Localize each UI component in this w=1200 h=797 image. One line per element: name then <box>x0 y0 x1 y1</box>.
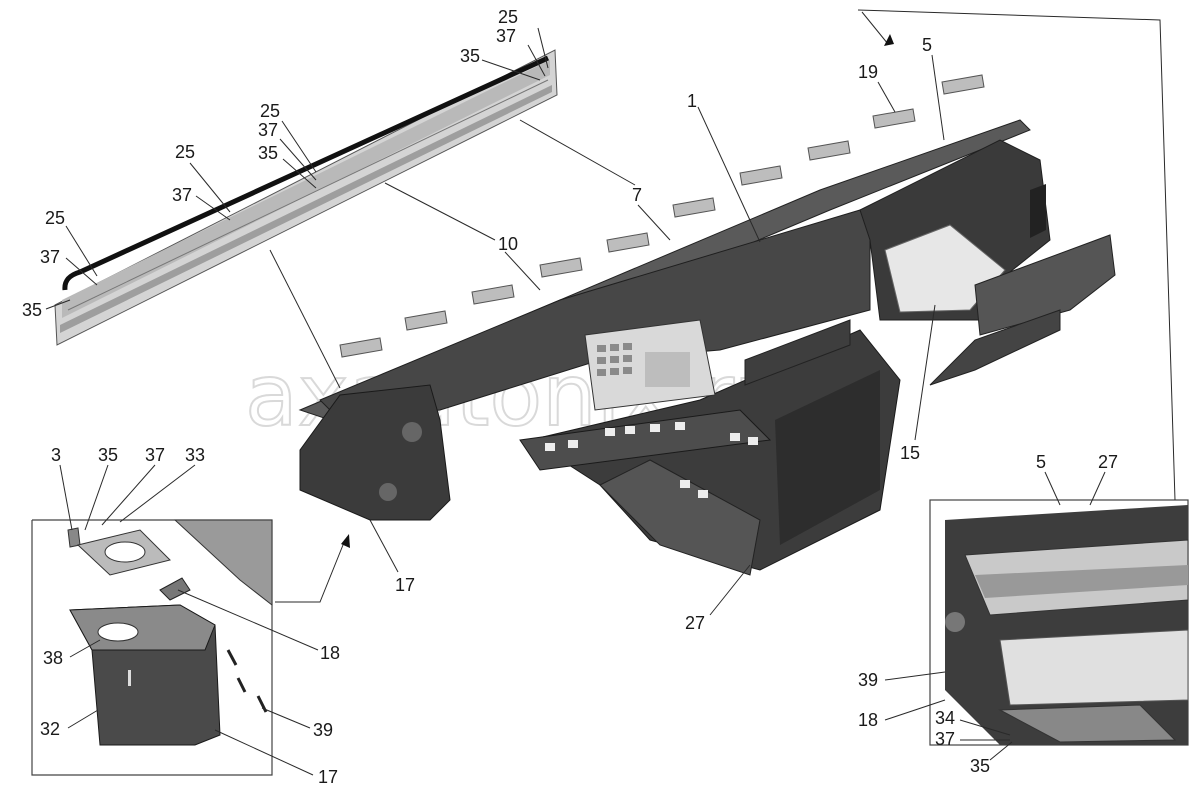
callout-38: 38 <box>43 648 63 668</box>
callout-37: 37 <box>935 729 955 749</box>
callout-35: 35 <box>970 756 990 776</box>
rail-strip <box>54 49 558 346</box>
callout-5: 5 <box>1036 452 1046 472</box>
dashboard-assembly <box>298 119 1116 576</box>
callout-5: 5 <box>922 35 932 55</box>
callout-27: 27 <box>685 613 705 633</box>
callout-39: 39 <box>313 720 333 740</box>
callout-35: 35 <box>22 300 42 320</box>
callout-1: 1 <box>687 91 697 111</box>
callout-33: 33 <box>185 445 205 465</box>
callout-35: 35 <box>258 143 278 163</box>
callout-19: 19 <box>858 62 878 82</box>
callout-7: 7 <box>632 185 642 205</box>
callout-37: 37 <box>496 26 516 46</box>
callout-37: 37 <box>258 120 278 140</box>
callout-39: 39 <box>858 670 878 690</box>
callout-34: 34 <box>935 708 955 728</box>
callout-27: 27 <box>1098 452 1118 472</box>
callout-17: 17 <box>318 767 338 787</box>
callout-25: 25 <box>498 7 518 27</box>
callout-25: 25 <box>260 101 280 121</box>
leader-lines <box>45 9 1176 776</box>
callout-10: 10 <box>498 234 518 254</box>
callout-18: 18 <box>858 710 878 730</box>
callout-15: 15 <box>900 443 920 463</box>
callouts-right-detail: 5 27 39 18 34 37 35 <box>858 452 1118 776</box>
callout-37: 37 <box>40 247 60 267</box>
callout-3: 3 <box>51 445 61 465</box>
callout-35: 35 <box>98 445 118 465</box>
right-detail-inset <box>929 499 1189 746</box>
callouts-left-detail: 3 35 37 33 38 32 18 39 17 <box>40 445 340 787</box>
callout-37: 37 <box>172 185 192 205</box>
callouts-top-strip: 25 37 35 25 37 35 25 37 25 37 35 <box>22 7 518 320</box>
callouts-main: 1 5 19 7 10 15 17 27 <box>395 35 932 633</box>
callout-25: 25 <box>45 208 65 228</box>
left-detail-inset <box>31 519 273 776</box>
clip-parts <box>339 74 985 358</box>
callout-17: 17 <box>395 575 415 595</box>
callout-18: 18 <box>320 643 340 663</box>
callout-32: 32 <box>40 719 60 739</box>
callout-25: 25 <box>175 142 195 162</box>
callout-35: 35 <box>460 46 480 66</box>
callout-37: 37 <box>145 445 165 465</box>
